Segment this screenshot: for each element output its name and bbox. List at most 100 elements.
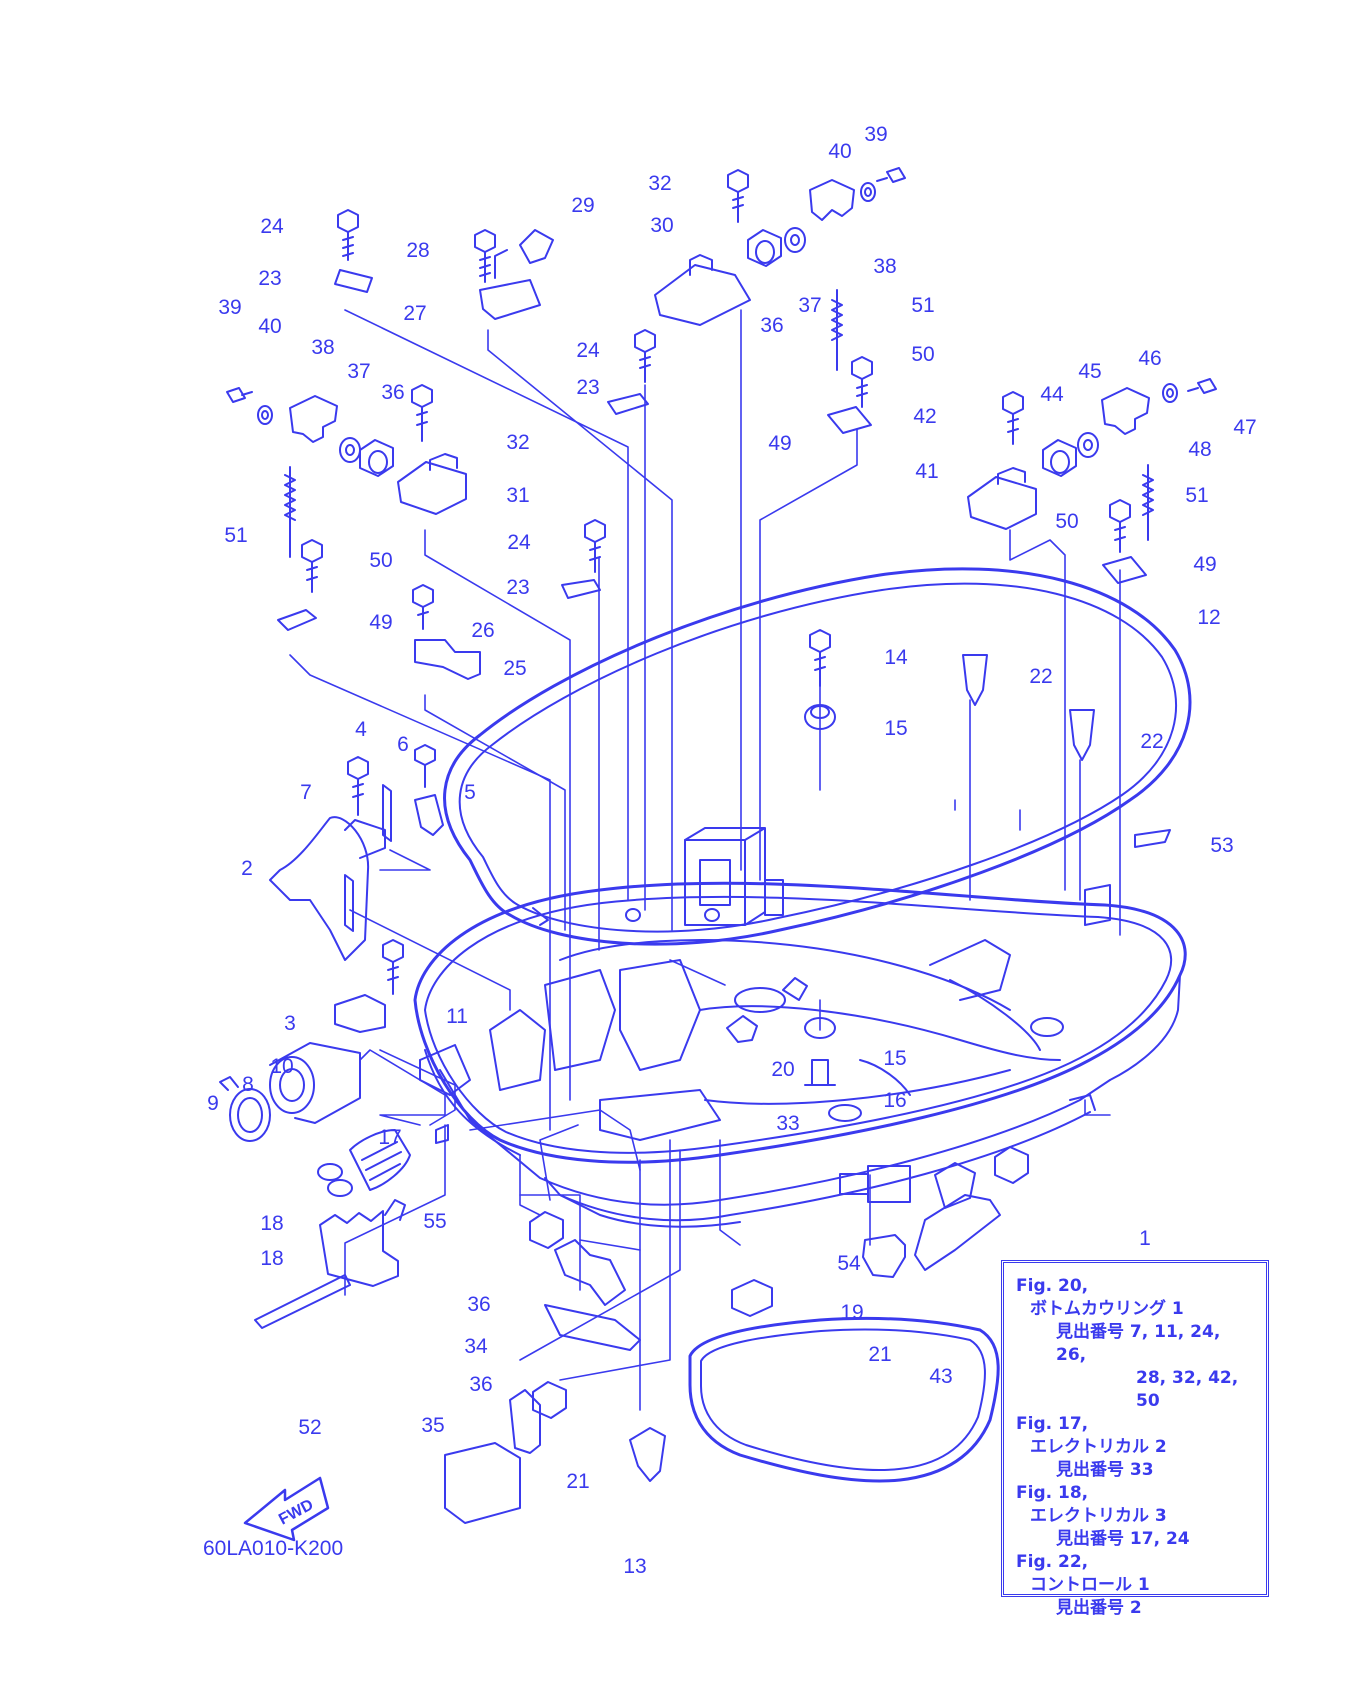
callout-26: 26 [471, 619, 494, 642]
bolt-icon [226, 167, 1217, 995]
callout-50: 50 [369, 549, 392, 572]
callout-54: 54 [837, 1252, 861, 1275]
callout-21: 21 [868, 1343, 891, 1366]
callout-36: 36 [381, 381, 404, 404]
callout-46: 46 [1138, 347, 1161, 370]
callout-4: 4 [355, 718, 367, 741]
bottom-cowling [413, 827, 1187, 1228]
callout-8: 8 [242, 1073, 254, 1096]
callout-9: 9 [207, 1092, 219, 1115]
ref-name: エレクトリカル 3 [1030, 1506, 1167, 1526]
callout-51: 51 [224, 524, 247, 547]
callout-36: 36 [760, 314, 783, 337]
callout-15: 15 [883, 1047, 906, 1070]
callout-43: 43 [929, 1365, 952, 1388]
callout-51: 51 [1185, 484, 1208, 507]
lower-seal [688, 1316, 1000, 1483]
callout-45: 45 [1078, 360, 1101, 383]
callout-18: 18 [260, 1212, 283, 1235]
ref-fig: Fig. 20, [1016, 1276, 1089, 1296]
callout-19: 19 [840, 1301, 863, 1324]
callout-22: 22 [1029, 665, 1052, 688]
callout-18: 18 [260, 1247, 283, 1270]
callout-11: 11 [446, 1005, 468, 1028]
callout-23: 23 [576, 376, 599, 399]
ref-fig: Fig. 22, [1016, 1552, 1089, 1572]
callout-24: 24 [507, 531, 531, 554]
callout-49: 49 [768, 432, 791, 455]
callout-3: 3 [284, 1012, 296, 1035]
callout-25: 25 [503, 657, 526, 680]
ref-name: ボトムカウリング 1 [1030, 1299, 1184, 1319]
callout-38: 38 [311, 336, 334, 359]
callout-12: 12 [1197, 606, 1220, 629]
ref-name: エレクトリカル 2 [1030, 1437, 1167, 1457]
callout-50: 50 [911, 343, 934, 366]
callout-23: 23 [258, 267, 281, 290]
callout-23: 23 [506, 576, 529, 599]
callout-33: 33 [776, 1112, 799, 1135]
ref-entry-2: Fig. 18, エレクトリカル 3 見出番号 17, 24 [1016, 1482, 1254, 1551]
leader-lines [289, 309, 1121, 1411]
callout-15: 15 [884, 717, 907, 740]
ref-nums: 見出番号 33 [1056, 1460, 1154, 1480]
ref-entry-3: Fig. 22, コントロール 1 見出番号 2 [1016, 1551, 1254, 1620]
callout-40: 40 [258, 315, 281, 338]
ref-fig: Fig. 17, [1016, 1414, 1089, 1434]
callout-24: 24 [260, 215, 284, 238]
callout-52: 52 [298, 1416, 321, 1439]
callout-13: 13 [623, 1555, 646, 1578]
callout-47: 47 [1233, 416, 1256, 439]
callout-44: 44 [1040, 383, 1064, 406]
callout-1: 1 [1139, 1227, 1151, 1250]
callout-55: 55 [423, 1210, 446, 1233]
seal-ring [443, 567, 1192, 946]
callout-41: 41 [915, 460, 938, 483]
reference-table: Fig. 20, ボトムカウリング 1 見出番号 7, 11, 24, 26, … [1001, 1260, 1269, 1618]
callout-49: 49 [1193, 553, 1216, 576]
callout-42: 42 [913, 405, 936, 428]
callout-27: 27 [403, 302, 426, 325]
ref-nums: 28, 32, 42, 50 [1136, 1368, 1239, 1411]
diagram-code: 60LA010-K200 [203, 1537, 344, 1560]
callout-49: 49 [369, 611, 392, 634]
ref-nums: 見出番号 17, 24 [1056, 1529, 1190, 1549]
callout-36: 36 [469, 1373, 492, 1396]
callout-32: 32 [506, 431, 529, 454]
callout-5: 5 [464, 781, 476, 804]
fwd-arrow-label: FWD [276, 1496, 316, 1528]
callout-6: 6 [397, 733, 409, 756]
callout-36: 36 [467, 1293, 490, 1316]
ref-nums: 見出番号 2 [1056, 1598, 1142, 1618]
callout-50: 50 [1055, 510, 1078, 533]
callout-34: 34 [464, 1335, 488, 1358]
callout-10: 10 [270, 1055, 293, 1078]
ref-fig: Fig. 18, [1016, 1483, 1089, 1503]
callout-28: 28 [406, 239, 429, 262]
callout-29: 29 [571, 194, 594, 217]
callout-37: 37 [798, 294, 821, 317]
callout-20: 20 [771, 1058, 794, 1081]
callout-30: 30 [650, 214, 673, 237]
ref-entry-1: Fig. 17, エレクトリカル 2 見出番号 33 [1016, 1413, 1254, 1482]
callout-17: 17 [378, 1126, 401, 1149]
callout-24: 24 [576, 339, 600, 362]
callout-48: 48 [1188, 438, 1211, 461]
callout-31: 31 [506, 484, 529, 507]
callout-40: 40 [828, 140, 851, 163]
callout-38: 38 [873, 255, 896, 278]
callout-51: 51 [911, 294, 934, 317]
callout-37: 37 [347, 360, 370, 383]
callout-35: 35 [421, 1414, 444, 1437]
callout-2: 2 [241, 857, 253, 880]
callout-16: 16 [883, 1089, 906, 1112]
callout-22: 22 [1140, 730, 1163, 753]
callout-39: 39 [864, 123, 887, 146]
callout-32: 32 [648, 172, 671, 195]
ref-name: コントロール 1 [1030, 1575, 1150, 1595]
callout-14: 14 [884, 646, 908, 669]
callout-7: 7 [300, 781, 312, 804]
ref-entry-0: Fig. 20, ボトムカウリング 1 見出番号 7, 11, 24, 26, … [1016, 1275, 1254, 1413]
small-parts [219, 167, 1217, 1542]
